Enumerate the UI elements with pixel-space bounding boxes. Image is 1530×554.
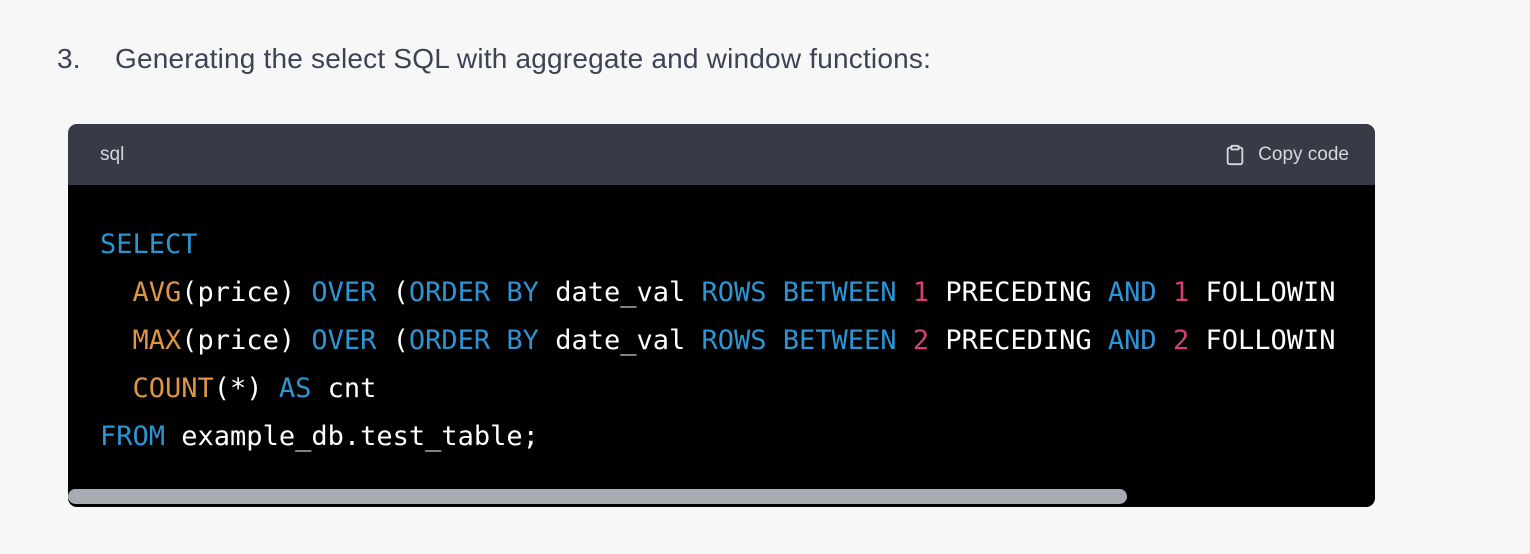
code-line: COUNT(*) AS cnt <box>132 373 377 404</box>
copy-code-label: Copy code <box>1258 143 1349 165</box>
code-line: AVG(price) OVER (ORDER BY date_val ROWS … <box>132 277 1336 308</box>
clipboard-icon <box>1224 143 1246 167</box>
code-line: FROM example_db.test_table; <box>100 421 539 452</box>
copy-code-button[interactable]: Copy code <box>1224 143 1349 167</box>
code-line: MAX(price) OVER (ORDER BY date_val ROWS … <box>132 325 1336 356</box>
code-block-header: sql Copy code <box>68 124 1375 185</box>
code-line: SELECT <box>100 229 198 260</box>
heading-text: Generating the select SQL with aggregate… <box>115 43 932 74</box>
list-item-heading: 3. Generating the select SQL with aggreg… <box>57 42 931 76</box>
sql-code: SELECT AVG(price) OVER (ORDER BY date_va… <box>100 221 1375 461</box>
code-body: SELECT AVG(price) OVER (ORDER BY date_va… <box>68 185 1375 507</box>
language-label: sql <box>100 143 125 165</box>
horizontal-scrollbar-thumb[interactable] <box>68 489 1127 504</box>
code-block: sql Copy code SELECT AVG(price) OVER (OR… <box>68 124 1375 507</box>
list-number: 3. <box>57 43 81 74</box>
